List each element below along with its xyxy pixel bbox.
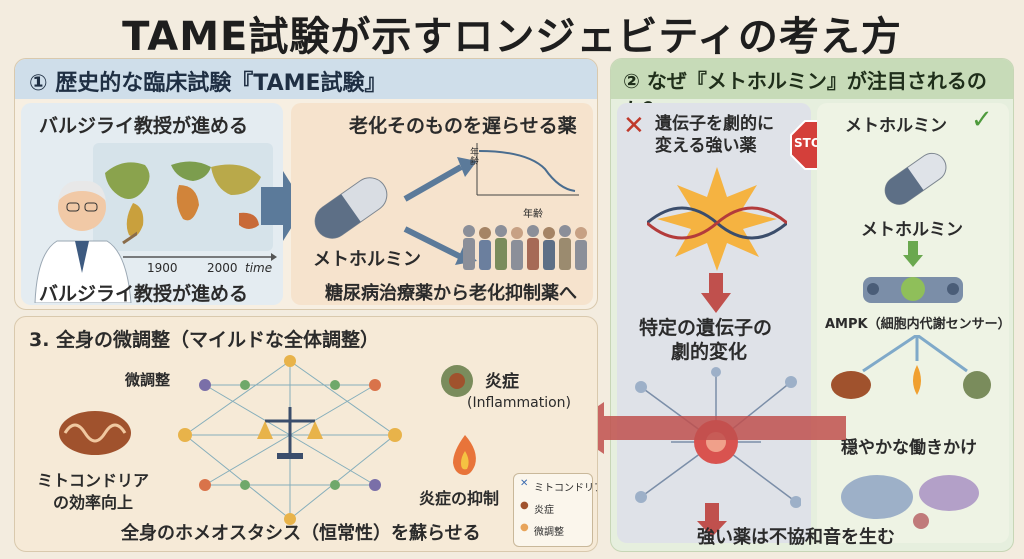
anti-aging-drug-section: 老化そのものを遅らせる薬 年齢 年齢 — [291, 103, 593, 305]
world-map-icon — [93, 143, 273, 251]
cross-icon: ✕ — [623, 111, 645, 141]
legend-item-3: 微調整 — [534, 527, 564, 538]
panel-whole-body-tuning: 3. 全身の微調整（マイルドな全体調整） 微調整 炎症 (Inflammatio… — [14, 316, 598, 552]
ampk-sensor-icon — [863, 277, 963, 303]
gentle-action-icons — [831, 335, 991, 399]
down-arrow-dissonance — [697, 503, 727, 537]
timeline-2000: 2000 — [207, 261, 238, 275]
professor-top-label: バルジライ教授が進める — [39, 115, 249, 137]
capsule-icon — [314, 177, 388, 239]
gentle-action-label: 穏やかな働きかけ — [841, 438, 977, 458]
panel-tame-trial: ① 歴史的な臨床試験『TAME試験』 バルジライ教授が進める 1900 — [14, 58, 598, 310]
metformin-title: メトホルミン — [845, 116, 947, 136]
metformin-label: メトホルミン — [861, 220, 963, 240]
legend-mito-icon: ● — [520, 500, 529, 511]
crowd-icon — [463, 225, 587, 270]
cells-icon — [841, 475, 979, 529]
legend-box: ✕ ミトコンドリア ● 炎症 ● 微調整 — [513, 473, 597, 547]
strong-drug-title-1: 遺伝子を劇的に — [655, 114, 774, 134]
metformin-section: メトホルミン ✓ メトホルミン AMPK（細胞内代謝センサー） 穏やかな働きかけ — [817, 103, 1011, 543]
homeostasis-label: 全身のホメオスタシス（恒常性）を蘇らせる — [121, 523, 481, 544]
strong-drug-section: ✕ 遺伝子を劇的に 変える強い薬 特定の遺伝子の 劇的変化 — [617, 103, 811, 543]
check-icon: ✓ — [971, 105, 993, 135]
legend-item-1: ミトコンドリア — [534, 483, 598, 494]
gene-change-1: 特定の遺伝子の — [639, 317, 773, 339]
drug-caption: 糖尿病治療薬から老化抑制薬へ — [325, 283, 577, 304]
dna-burst-icon — [647, 167, 787, 271]
graph-y-label: 年齢 — [468, 147, 478, 165]
page-title: TAME試験が示すロンジェビティの考え方 — [122, 14, 902, 60]
inflammation-cell-icon — [441, 365, 473, 397]
dissonance-label: 強い薬は不協和音を生む — [697, 527, 895, 548]
panel3-header: 3. 全身の微調整（マイルドな全体調整） — [29, 329, 380, 351]
network-icon — [178, 355, 402, 525]
gene-change-2: 劇的変化 — [671, 341, 748, 363]
mito-label-1: ミトコンドリア — [37, 471, 150, 490]
timeline-1900: 1900 — [147, 261, 178, 275]
down-arrow-green — [903, 241, 923, 267]
flame-icon — [453, 435, 476, 475]
panel2-header: ② なぜ『メトホルミン』が注目されるのか？ — [611, 59, 1013, 122]
legend-tune-icon: ● — [520, 522, 529, 533]
drug-heading: 老化そのものを遅らせる薬 — [349, 115, 577, 137]
inflammation-jp: 炎症 — [485, 372, 519, 392]
inflammation-suppress-label: 炎症の抑制 — [419, 489, 500, 508]
metformin-capsule-icon — [884, 152, 947, 205]
ampk-label: AMPK（細胞内代謝センサー） — [825, 317, 1011, 332]
legend-item-2: 炎症 — [534, 505, 554, 516]
fine-tune-label: 微調整 — [125, 371, 171, 389]
panel1-header: ① 歴史的な臨床試験『TAME試験』 — [15, 59, 597, 99]
graph-x-label: 年齢 — [523, 209, 543, 220]
strong-drug-title-2: 変える強い薬 — [655, 136, 757, 156]
drug-name-label: メトホルミン — [313, 249, 421, 270]
mito-label-2: の効率向上 — [53, 493, 134, 512]
inflammation-en: (Inflammation) — [467, 395, 571, 411]
panel1-header-text: ① 歴史的な臨床試験『TAME試験』 — [29, 71, 387, 96]
professor-icon — [34, 180, 137, 303]
down-arrow-red — [701, 273, 731, 313]
timeline-axis — [123, 253, 277, 261]
big-left-arrow-icon — [566, 402, 846, 454]
mitochondria-icon — [59, 411, 131, 455]
legend-dna-icon: ✕ — [520, 478, 529, 489]
professor-section: バルジライ教授が進める 1900 2000 time バルジライ — [21, 103, 283, 305]
panel-why-metformin: ② なぜ『メトホルミン』が注目されるのか？ ✕ 遺伝子を劇的に 変える強い薬 特… — [610, 58, 1014, 552]
aging-curve-graph — [476, 143, 579, 196]
timeline-time: time — [245, 261, 273, 275]
professor-bottom-label: バルジライ教授が進める — [39, 283, 249, 305]
